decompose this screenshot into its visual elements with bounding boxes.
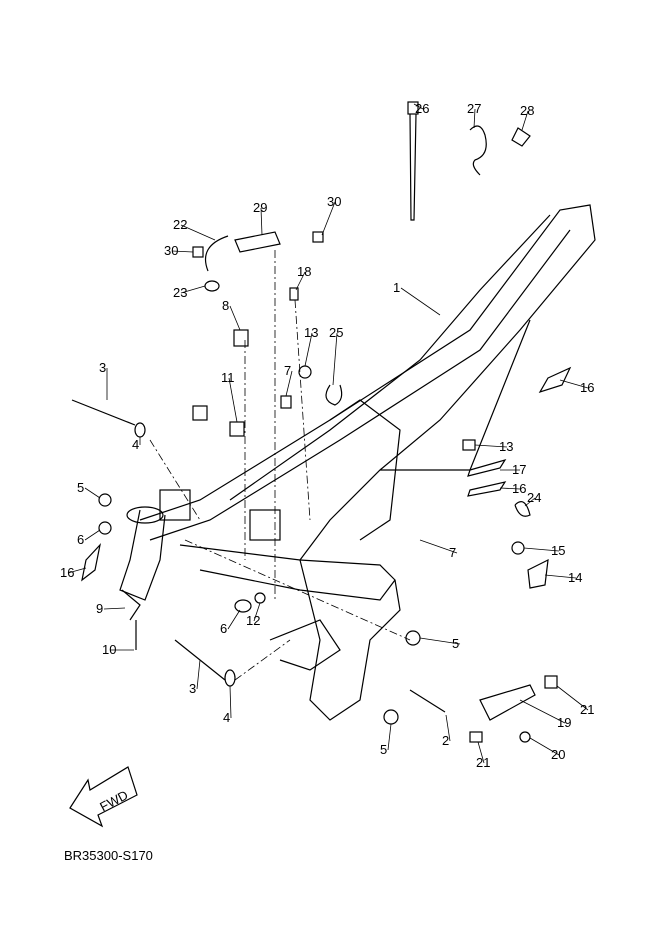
- leader-line-6: [227, 609, 241, 630]
- callout-16: 16: [580, 380, 594, 395]
- leader-line-24: [524, 497, 536, 507]
- callout-29: 29: [253, 200, 267, 215]
- leader-line-16: [499, 487, 521, 490]
- leader-line-22: [180, 224, 216, 241]
- leader-line-5: [387, 723, 392, 751]
- leader-line-25: [332, 332, 338, 386]
- callout-21: 21: [476, 755, 490, 770]
- callout-2: 2: [442, 733, 449, 748]
- leader-line-1: [400, 287, 441, 316]
- callout-4: 4: [132, 437, 139, 452]
- callout-4: 4: [223, 710, 230, 725]
- leader-line-13: [304, 332, 313, 367]
- callout-23: 23: [173, 285, 187, 300]
- callout-21: 21: [580, 702, 594, 717]
- callout-22: 22: [173, 217, 187, 232]
- leader-line-7: [419, 539, 458, 554]
- callout-5: 5: [380, 742, 387, 757]
- callout-13: 13: [499, 439, 513, 454]
- parts-drawings: [71, 101, 572, 743]
- callout-1: 1: [393, 280, 400, 295]
- leader-line-16: [559, 379, 589, 389]
- callout-30: 30: [327, 194, 341, 209]
- leader-line-4: [229, 685, 232, 719]
- callout-14: 14: [568, 570, 582, 585]
- callout-5: 5: [77, 480, 84, 495]
- callout-13: 13: [304, 325, 318, 340]
- callout-27: 27: [467, 101, 481, 116]
- leader-line-27: [473, 108, 476, 129]
- callout-8: 8: [222, 298, 229, 313]
- leader-line-21: [556, 685, 589, 711]
- leader-line-30: [321, 201, 336, 236]
- callout-7: 7: [449, 545, 456, 560]
- leader-line-18: [295, 271, 306, 291]
- leader-line-20: [529, 737, 560, 756]
- callout-labels: 1233445556677891011121313141516161617181…: [60, 101, 594, 770]
- callout-20: 20: [551, 747, 565, 762]
- diagram-code: BR35300-S170: [64, 848, 153, 863]
- callout-16: 16: [60, 565, 74, 580]
- callout-25: 25: [329, 325, 343, 340]
- leader-line-11: [228, 377, 238, 423]
- leader-line-16: [67, 567, 87, 574]
- callout-6: 6: [220, 621, 227, 636]
- callout-17: 17: [512, 462, 526, 477]
- callout-9: 9: [96, 601, 103, 616]
- callout-24: 24: [527, 490, 541, 505]
- fwd-arrow: FWD: [69, 766, 138, 828]
- leader-line-28: [521, 110, 529, 131]
- main-frame-drawing: [119, 204, 596, 721]
- callout-19: 19: [557, 715, 571, 730]
- callout-3: 3: [189, 681, 196, 696]
- callout-11: 11: [221, 370, 235, 385]
- fwd-label: FWD: [97, 787, 130, 814]
- leader-line-26: [413, 103, 424, 110]
- callout-12: 12: [246, 613, 260, 628]
- leader-line-2: [445, 714, 451, 742]
- leader-line-30: [171, 250, 194, 253]
- callout-7: 7: [284, 363, 291, 378]
- leader-line-21: [477, 741, 485, 764]
- leader-line-29: [260, 207, 263, 236]
- leader-line-9: [103, 607, 126, 610]
- callout-5: 5: [452, 636, 459, 651]
- callout-10: 10: [102, 642, 116, 657]
- leader-line-3: [196, 659, 201, 690]
- callout-30: 30: [164, 243, 178, 258]
- leader-line-5: [419, 637, 461, 645]
- callout-15: 15: [551, 543, 565, 558]
- leader-line-13: [474, 444, 508, 448]
- leader-line-19: [519, 699, 566, 724]
- leader-line-23: [180, 285, 206, 294]
- leader-line-12: [253, 602, 261, 622]
- leader-line-14: [544, 574, 577, 579]
- leader-line-6: [84, 529, 101, 541]
- callout-26: 26: [415, 101, 429, 116]
- leader-line-8: [229, 305, 241, 331]
- callout-16: 16: [512, 481, 526, 496]
- leader-line-15: [523, 547, 560, 552]
- callout-6: 6: [77, 532, 84, 547]
- callout-28: 28: [520, 103, 534, 118]
- leader-line-7: [285, 370, 293, 397]
- callout-3: 3: [99, 360, 106, 375]
- callout-18: 18: [297, 264, 311, 279]
- leader-line-5: [84, 487, 101, 499]
- leader-lines: [67, 103, 589, 764]
